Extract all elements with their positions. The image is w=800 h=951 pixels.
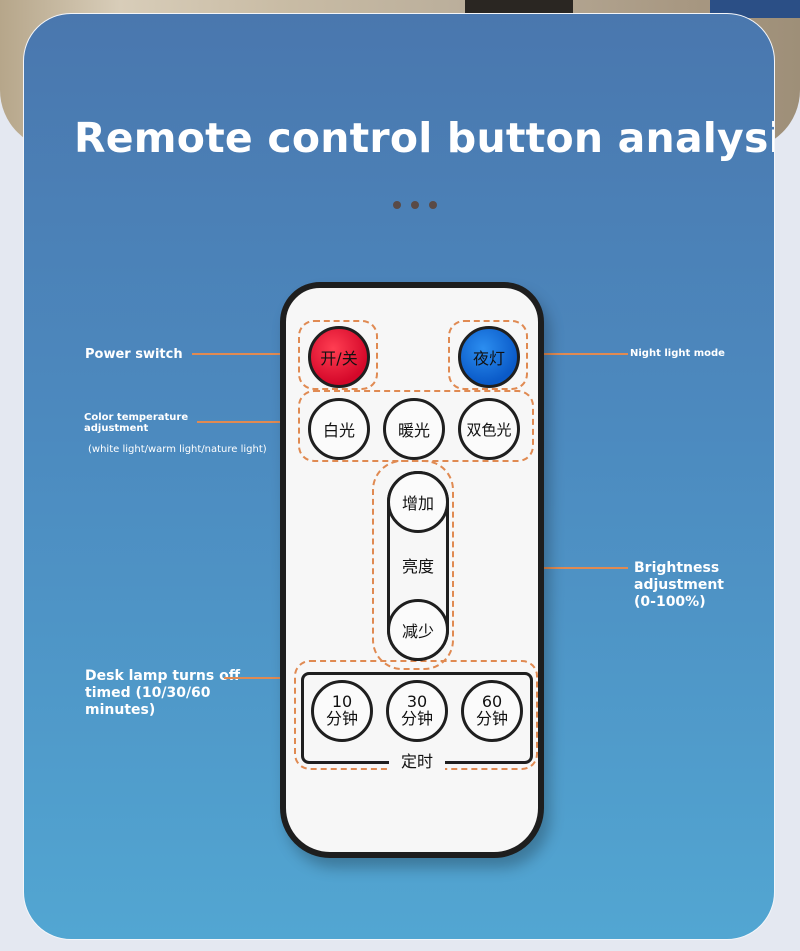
brightness-down-label: 减少 (401, 622, 434, 641)
content-card: Remote control button analysis Power swi… (23, 13, 775, 940)
white-light-button-label: 白光 (322, 421, 355, 440)
dual-color-button-label: 双色光 (466, 420, 512, 439)
timer-label: 定时 (389, 748, 445, 772)
timer-unit: 分钟 (325, 709, 358, 728)
power-button-label: 开/关 (320, 349, 358, 368)
power-button[interactable]: 开/关 (308, 326, 370, 388)
connector-line (197, 421, 292, 423)
warm-light-button-label: 暖光 (397, 421, 430, 440)
pagination-dot[interactable] (411, 201, 419, 209)
timer-number: 10 (331, 692, 353, 712)
warm-light-button[interactable]: 暖光 (383, 398, 445, 460)
dual-color-button[interactable]: 双色光 (458, 398, 520, 460)
brightness-down-button[interactable]: 减少 (387, 599, 449, 661)
timer-unit: 分钟 (475, 709, 508, 728)
white-light-button[interactable]: 白光 (308, 398, 370, 460)
annotation-brightness: Brightness adjustment (0-100%) (634, 560, 725, 610)
annotation-power-switch: Power switch (85, 347, 183, 362)
timer-number: 30 (406, 692, 428, 712)
brightness-up-button[interactable]: 增加 (387, 471, 449, 533)
pagination-dot[interactable] (429, 201, 437, 209)
brightness-label: 亮度 (401, 557, 434, 576)
annotation-night-light: Night light mode (630, 348, 725, 359)
night-light-button-label: 夜灯 (472, 349, 505, 368)
night-light-highlight (448, 320, 528, 390)
brightness-up-label: 增加 (401, 494, 434, 513)
timer-number: 60 (481, 692, 503, 712)
connector-line (224, 677, 292, 679)
connector-line (192, 353, 292, 355)
annotation-color-temperature: Color temperature adjustment (84, 412, 189, 434)
pagination-dots (393, 201, 437, 209)
connector-line (524, 353, 628, 355)
power-highlight (298, 320, 378, 390)
pagination-dot[interactable] (393, 201, 401, 209)
annotation-color-temperature-detail: (white light/warm light/nature light) (88, 444, 267, 455)
brightness-highlight (372, 460, 454, 670)
timer-unit: 分钟 (400, 709, 433, 728)
annotation-timer: Desk lamp turns off timed (10/30/60 minu… (85, 668, 241, 718)
page-title: Remote control button analysis (74, 114, 775, 162)
night-light-button[interactable]: 夜灯 (458, 326, 520, 388)
